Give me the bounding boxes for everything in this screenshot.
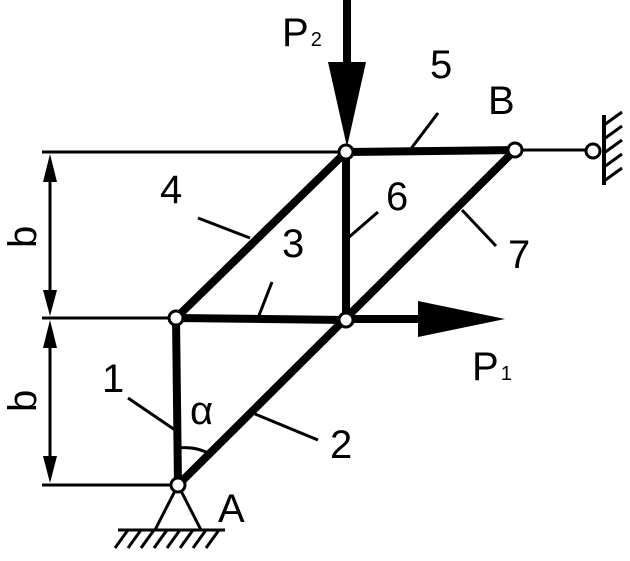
p1-arrowhead bbox=[418, 301, 505, 337]
member-label-1: 1 bbox=[102, 357, 124, 401]
force-p1-base: P bbox=[472, 345, 499, 389]
dimension-label-lower: b bbox=[1, 390, 45, 412]
joint-a bbox=[169, 476, 187, 494]
dim-arrowhead bbox=[43, 290, 57, 316]
member-label-3: 3 bbox=[282, 222, 304, 266]
force-p1-index: 1 bbox=[501, 363, 512, 385]
force-p2-base: P bbox=[282, 11, 309, 55]
leader-5 bbox=[408, 112, 440, 151]
angle-label-alpha: α bbox=[190, 389, 213, 433]
support-a bbox=[113, 481, 225, 549]
leader-7 bbox=[460, 208, 498, 248]
member-label-4: 4 bbox=[160, 168, 182, 212]
member-label-5: 5 bbox=[430, 43, 452, 87]
wall-hatch bbox=[603, 110, 623, 183]
force-p2-index: 2 bbox=[311, 29, 322, 51]
leader-2 bbox=[254, 412, 319, 442]
node-label-b: B bbox=[488, 79, 515, 123]
force-p2-arrow bbox=[328, 0, 366, 147]
leader-4 bbox=[197, 216, 251, 240]
joints bbox=[167, 141, 602, 494]
member-label-7: 7 bbox=[508, 233, 530, 277]
member-label-6: 6 bbox=[386, 175, 408, 219]
joint-support-b-pin bbox=[584, 142, 602, 160]
leader-lines bbox=[127, 112, 498, 456]
joint-top bbox=[337, 143, 355, 161]
ground-hatch bbox=[113, 529, 221, 549]
force-p1-arrow bbox=[346, 301, 505, 337]
node-label-a: A bbox=[218, 487, 245, 531]
leader-6 bbox=[347, 210, 379, 240]
dim-arrowhead bbox=[43, 456, 57, 483]
dim-arrowhead bbox=[43, 154, 57, 182]
member-3 bbox=[172, 314, 350, 324]
joint-left-middle bbox=[167, 309, 185, 327]
dim-arrowhead bbox=[43, 320, 57, 348]
joint-center bbox=[337, 311, 355, 329]
member-1 bbox=[172, 314, 182, 489]
joint-b bbox=[506, 141, 524, 159]
angle-alpha-arc bbox=[176, 446, 211, 456]
leader-3 bbox=[256, 281, 274, 319]
member-label-2: 2 bbox=[330, 423, 352, 467]
support-b bbox=[602, 110, 623, 185]
dimension-arrows bbox=[43, 154, 57, 483]
dimension-label-upper: b bbox=[1, 226, 45, 248]
p2-arrowhead bbox=[328, 62, 366, 147]
reference-lines bbox=[42, 148, 592, 487]
member-4 bbox=[172, 148, 350, 322]
member-5 bbox=[342, 146, 519, 156]
leader-1 bbox=[127, 396, 179, 434]
